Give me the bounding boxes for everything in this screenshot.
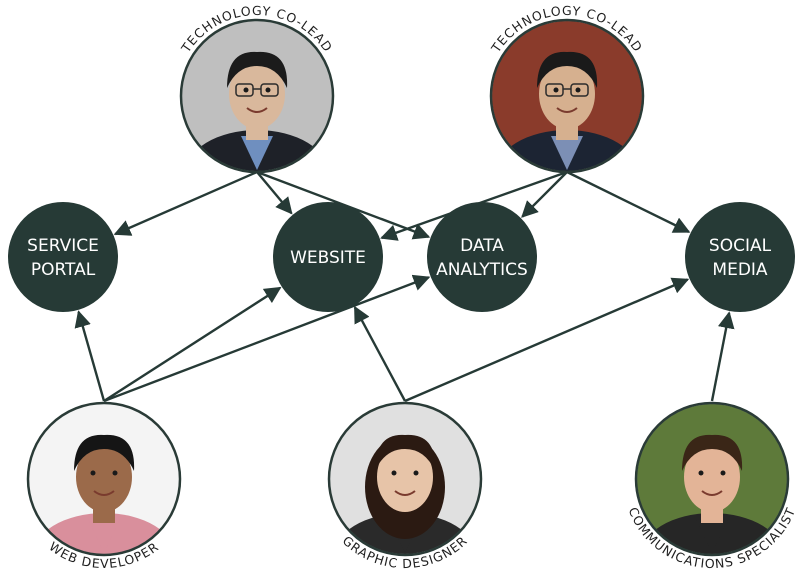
edge-tech-colead-1-to-website xyxy=(256,171,293,215)
nodes: SERVICE PORTAL WEBSITE DATA ANALYTICS SOCIAL M… xyxy=(8,202,795,312)
node-circle xyxy=(685,202,795,312)
node-label: ANALYTICS xyxy=(436,260,528,280)
portrait-ring xyxy=(26,401,182,557)
node-circle xyxy=(427,202,537,312)
person-graphic-designer: GRAPHIC DESIGNER xyxy=(327,401,483,571)
portrait-photo xyxy=(492,21,642,171)
edge-graphic-designer-to-website xyxy=(353,305,407,402)
node-social-media: SOCIAL MEDIA xyxy=(685,202,795,312)
portrait-photo xyxy=(29,404,179,554)
portrait-photo xyxy=(182,21,332,171)
node-circle xyxy=(8,202,118,312)
portrait-ring xyxy=(489,18,645,174)
edge-graphic-designer-to-social-media xyxy=(404,277,690,403)
node-label: SERVICE xyxy=(27,236,99,256)
people: TECHNOLOGY CO-LEAD TECHNOLOGY CO-LEAD WEB … xyxy=(26,3,797,571)
edge-web-developer-to-service-portal xyxy=(74,310,106,402)
edges xyxy=(74,170,735,403)
portrait-ring xyxy=(327,401,483,557)
node-data-analytics: DATA ANALYTICS xyxy=(427,202,537,312)
node-label: WEBSITE xyxy=(290,248,366,268)
node-label: MEDIA xyxy=(712,260,768,280)
edge-web-developer-to-data-analytics xyxy=(103,274,431,403)
node-circle xyxy=(273,202,383,312)
node-label: SOCIAL xyxy=(709,236,772,256)
person-tech-colead-1: TECHNOLOGY CO-LEAD xyxy=(178,3,335,174)
node-label: DATA xyxy=(460,236,504,256)
portrait-ring xyxy=(179,18,335,174)
node-service-portal: SERVICE PORTAL xyxy=(8,202,118,312)
edge-communications-specialist-to-social-media xyxy=(710,311,735,402)
person-web-developer: WEB DEVELOPER xyxy=(26,401,182,571)
portrait-photo xyxy=(330,404,480,554)
node-website: WEBSITE xyxy=(273,202,383,312)
node-label: PORTAL xyxy=(31,260,96,280)
edge-tech-colead-1-to-service-portal xyxy=(113,170,258,236)
edge-tech-colead-2-to-social-media xyxy=(566,170,691,233)
person-tech-colead-2: TECHNOLOGY CO-LEAD xyxy=(488,3,645,174)
edge-tech-colead-2-to-data-analytics xyxy=(521,171,568,218)
edge-web-developer-to-website xyxy=(103,286,282,403)
portrait-photo xyxy=(637,404,787,554)
person-communications-specialist: COMMUNICATIONS SPECIALIST xyxy=(626,401,797,571)
portrait-ring xyxy=(634,401,790,557)
